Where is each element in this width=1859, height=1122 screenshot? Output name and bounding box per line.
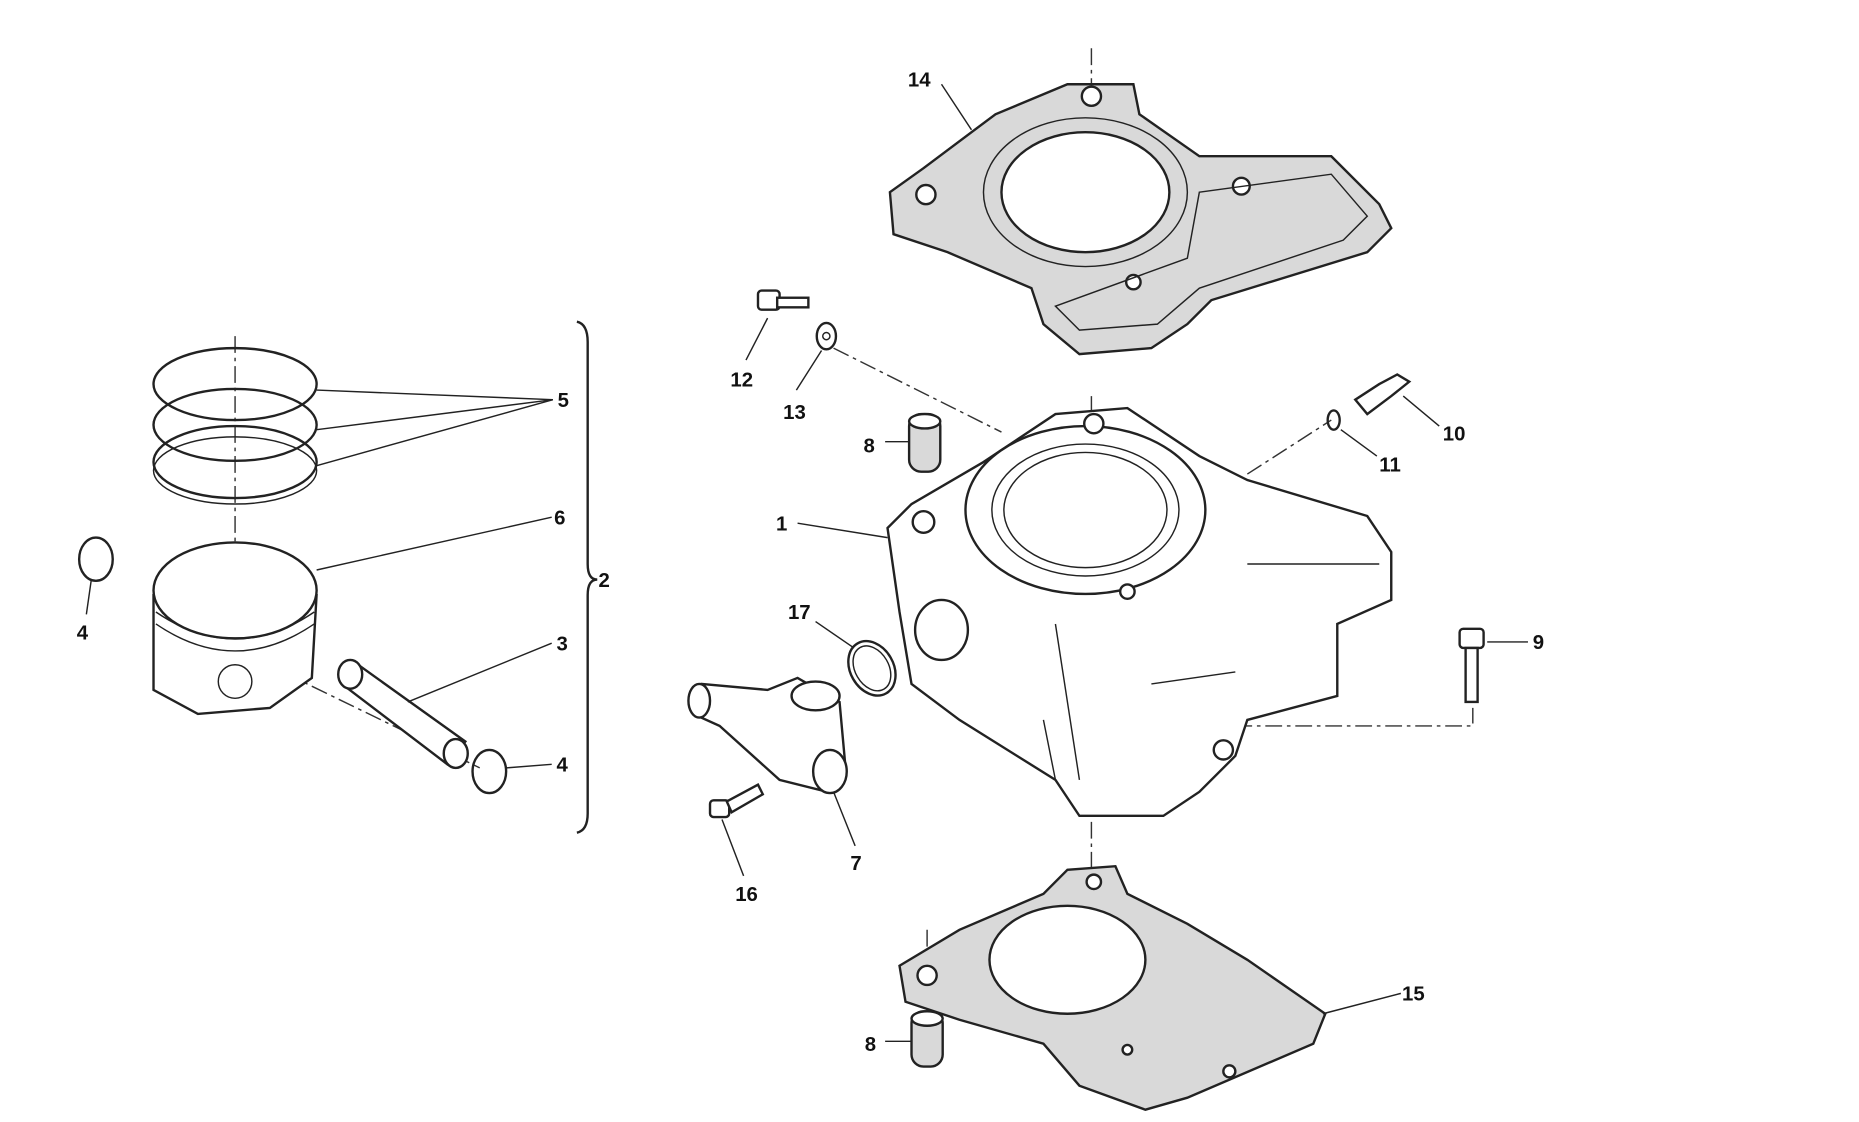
callout-4-right: 4: [557, 754, 569, 776]
callout-8-lower: 8: [865, 1034, 876, 1056]
callout-15: 15: [1402, 984, 1425, 1006]
callout-17: 17: [788, 602, 811, 624]
leader-lines: [85, 83, 1528, 1043]
dowel-pin-part-8: [907, 412, 942, 473]
head-gasket-part-14: [888, 83, 1393, 356]
callout-1: 1: [776, 513, 787, 535]
callout-9: 9: [1533, 632, 1544, 654]
callout-3: 3: [557, 633, 568, 655]
callout-14: 14: [908, 70, 931, 92]
callout-16: 16: [735, 884, 758, 906]
callout-4-left: 4: [77, 623, 89, 645]
bolt-part-12: [756, 289, 810, 311]
callout-6: 6: [554, 507, 565, 529]
callout-2: 2: [598, 570, 609, 592]
piston-part-6: [152, 541, 318, 716]
circlip-part-4-right: [471, 748, 508, 795]
bolt-part-16: [708, 783, 765, 819]
temperature-sensor-part-10: [1353, 373, 1412, 416]
screw-part-9: [1458, 627, 1485, 704]
callout-8: 8: [864, 435, 875, 457]
callout-5: 5: [558, 390, 569, 412]
piston-rings-part-5: [152, 346, 318, 505]
piston-pin-part-3: [337, 658, 469, 770]
water-fitting-part-7: [687, 676, 848, 795]
o-ring-part-17: [847, 639, 897, 697]
callout-10: 10: [1443, 423, 1466, 445]
dowel-pin-part-8-lower: [910, 1010, 944, 1068]
callout-7: 7: [850, 853, 861, 875]
callout-11: 11: [1379, 455, 1401, 477]
base-gasket-part-15: [898, 864, 1327, 1111]
o-ring-part-11: [1326, 409, 1341, 431]
washer-part-13: [815, 321, 838, 351]
cylinder-part-1: [886, 406, 1393, 818]
circlip-part-4-left: [77, 536, 114, 582]
callout-13: 13: [783, 402, 806, 424]
assembly-brace: [576, 320, 598, 834]
callout-12: 12: [730, 369, 753, 391]
callout-labels: 14 12 13 8 10 11 1 5 6 2 4 3 4 17 9 7 16…: [77, 70, 1544, 1056]
